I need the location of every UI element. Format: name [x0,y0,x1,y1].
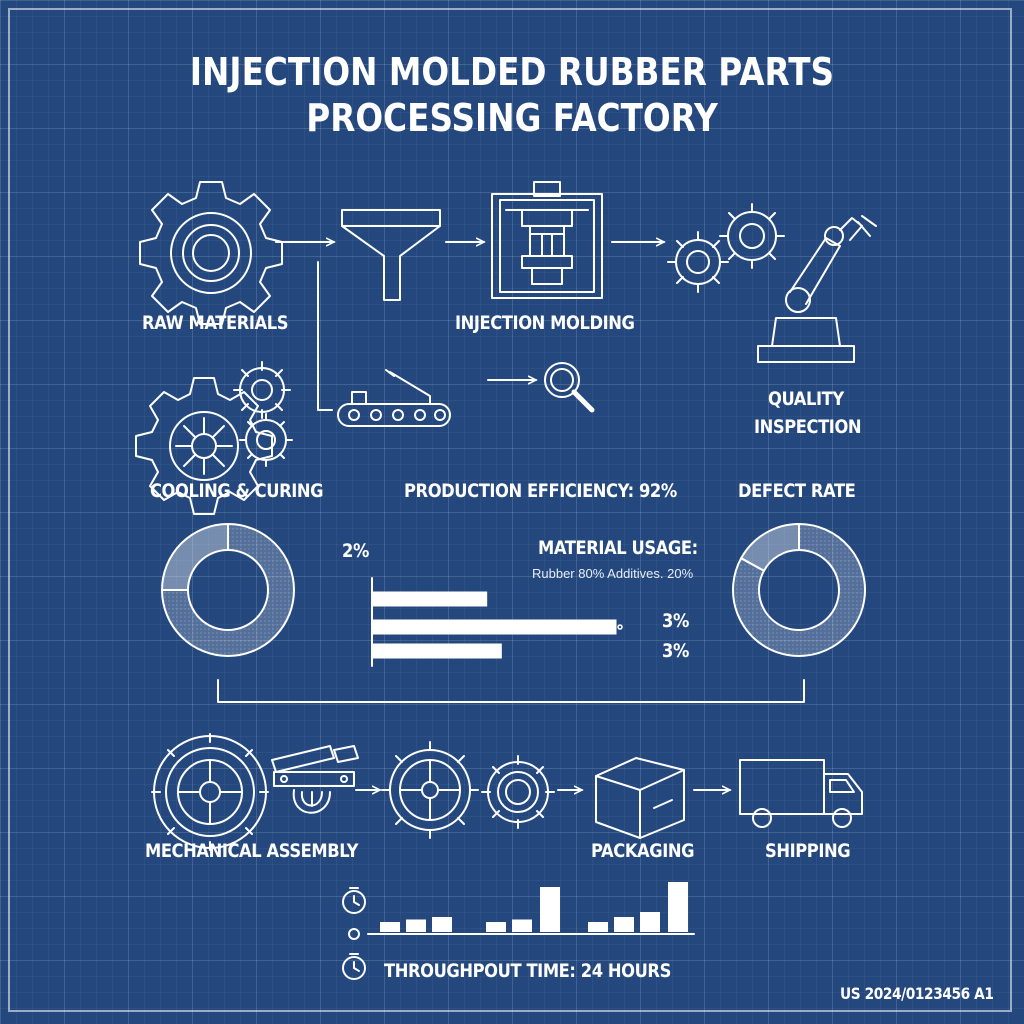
material-bar [372,620,616,634]
label-defect-rate: DEFECT RATE [738,480,856,502]
label-bar-percent-2: 3% [662,640,689,662]
throughput-bar [486,922,506,932]
material-bar-segment [568,622,614,632]
label-injection-molding: INJECTION MOLDING [455,312,635,334]
material-bar-segment [487,646,500,656]
label-quality-1: QUALITY [768,388,844,410]
stopwatch-icon [343,888,365,979]
donut-slice [741,524,799,571]
label-bar-percent-1: 3% [662,610,689,632]
gear-icon [140,182,282,324]
throughput-bars [380,882,688,932]
throughput-bar [588,922,608,932]
throughput-bar [432,917,452,932]
throughput-bar [640,912,660,932]
page-subtitle: PROCESSING FACTORY [306,96,718,140]
defect-donut-chart [733,524,865,656]
donut-slice [733,524,865,656]
label-material-usage: MATERIAL USAGE: [538,537,698,559]
label-production-efficiency: PRODUCTION EFFICIENCY: 92% [404,480,677,502]
bar-end-marker [618,625,622,629]
label-shipping: SHIPPING [765,840,851,862]
press-icon [492,182,602,298]
target-gear-icon [382,742,478,838]
page-title: INJECTION MOLDED RUBBER PARTS [189,50,835,94]
throughput-bar [380,922,400,932]
throughput-bar [614,917,634,932]
label-packaging: PACKAGING [591,840,695,862]
conveyor-icon [338,370,450,426]
bracket-parts-icon [272,746,358,813]
throughput-bar [668,882,688,932]
label-quality-2: INSPECTION [754,416,862,438]
truck-icon [740,760,862,827]
robot-arm-icon [758,216,876,362]
label-cooling-curing: COOLING & CURING [150,480,324,502]
magnifier-icon [545,363,592,410]
funnel-icon [342,210,440,300]
efficiency-donut-chart [162,524,294,656]
label-material-detail: Rubber 80% Additives. 20% [532,566,694,581]
material-bar [372,592,487,606]
donut-slice [162,524,294,656]
patent-number: US 2024/0123456 A1 [840,984,994,1003]
throughput-bar [540,887,560,932]
throughput-bar [512,919,532,932]
gears-icon [668,204,784,292]
donut-slice [162,524,228,590]
label-throughput: THROUGHPOUT TIME: 24 HOURS [384,960,671,982]
label-mechanical-assembly: MECHANICAL ASSEMBLY [145,840,359,862]
small-gear-icon [482,756,554,828]
assembly-gear-icon [152,734,268,850]
box-icon [596,758,684,838]
blueprint-frame [8,8,1012,1012]
label-left-percent: 2% [342,540,369,562]
throughput-bar [406,919,426,932]
material-bars [372,592,622,658]
flow-connectors [218,242,804,790]
material-bar [372,644,501,658]
cooling-gears-icon [136,362,292,514]
